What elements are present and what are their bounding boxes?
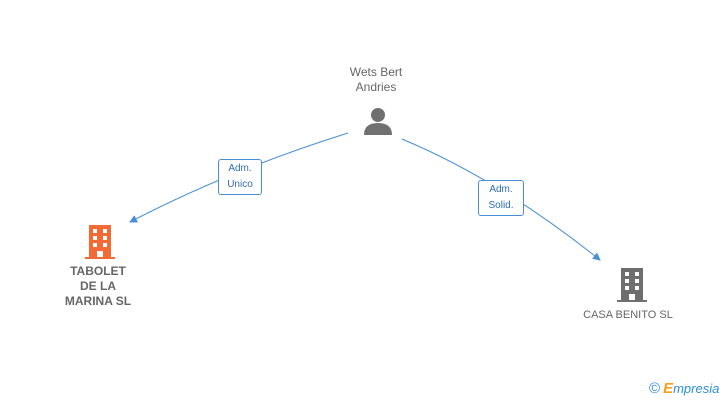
- brand-logo: Empresia: [663, 379, 720, 397]
- edge-label-adm-unico[interactable]: Adm. Unico: [218, 159, 262, 195]
- building-icon-tabolet[interactable]: [85, 225, 115, 264]
- person-name[interactable]: Wets Bert Andries: [349, 65, 403, 94]
- copyright-icon: ©: [649, 379, 661, 397]
- brand-footer[interactable]: © Empresia: [649, 379, 719, 397]
- company-name-casa-benito[interactable]: CASA BENITO SL: [583, 309, 673, 321]
- company-name-tabolet[interactable]: TABOLET DE LA MARINA SL: [64, 264, 132, 308]
- building-icon-casa-benito[interactable]: [617, 268, 647, 307]
- edge-label-adm-solid[interactable]: Adm. Solid.: [478, 180, 524, 216]
- person-icon[interactable]: [363, 106, 393, 141]
